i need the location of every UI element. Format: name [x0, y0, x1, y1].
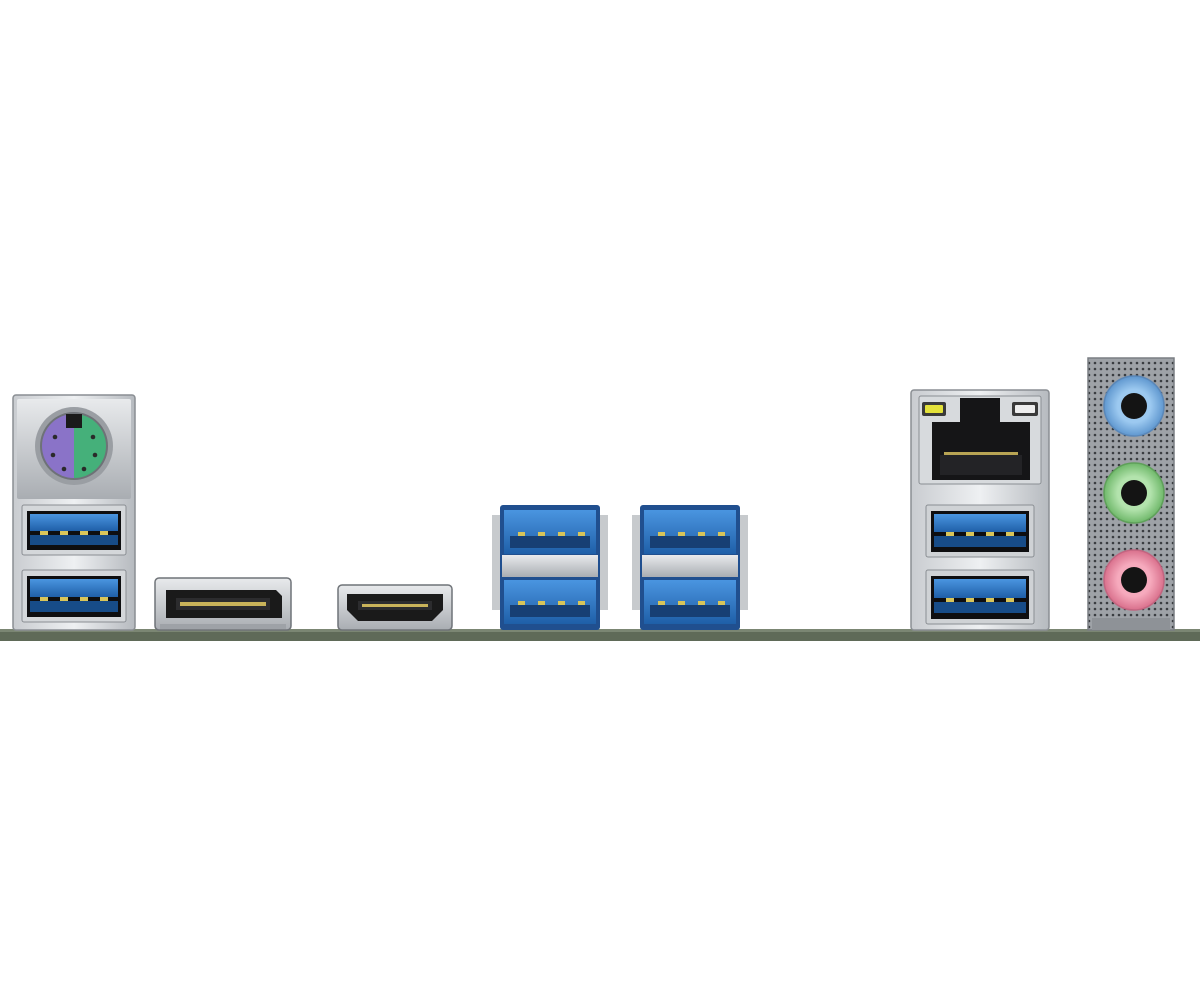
ps2-icon: [66, 414, 82, 428]
audio-jack-pink[interactable]: [1103, 549, 1165, 611]
audio-jacks: [1087, 357, 1175, 631]
usb-3-stack-a: [492, 505, 608, 630]
lan-led-yellow: [925, 405, 943, 413]
usb-3-stack-a-bottom[interactable]: [504, 580, 596, 624]
usb-3-stack-b-top[interactable]: [644, 510, 736, 554]
audio-jack-green[interactable]: [1103, 462, 1165, 524]
usb-3-port-lan-bottom[interactable]: [925, 569, 1035, 625]
ps2-usb-stack: [12, 394, 136, 631]
ps2-combo-port[interactable]: [35, 407, 113, 485]
usb-3-stack-b-bottom[interactable]: [644, 580, 736, 624]
hdmi-port[interactable]: [337, 584, 453, 631]
rj45-lan-port[interactable]: [918, 395, 1042, 485]
displayport-port[interactable]: [154, 577, 292, 631]
usb-3-stack-a-top[interactable]: [504, 510, 596, 554]
lan-usb-stack: [910, 389, 1050, 631]
usb-3-stack-b: [632, 505, 748, 630]
lan-led-white: [1015, 405, 1035, 413]
usb-3-port-bottom[interactable]: [21, 569, 127, 623]
usb-3-port-top[interactable]: [21, 504, 127, 556]
usb-3-port-lan-top[interactable]: [925, 504, 1035, 558]
audio-jack-blue[interactable]: [1103, 375, 1165, 437]
